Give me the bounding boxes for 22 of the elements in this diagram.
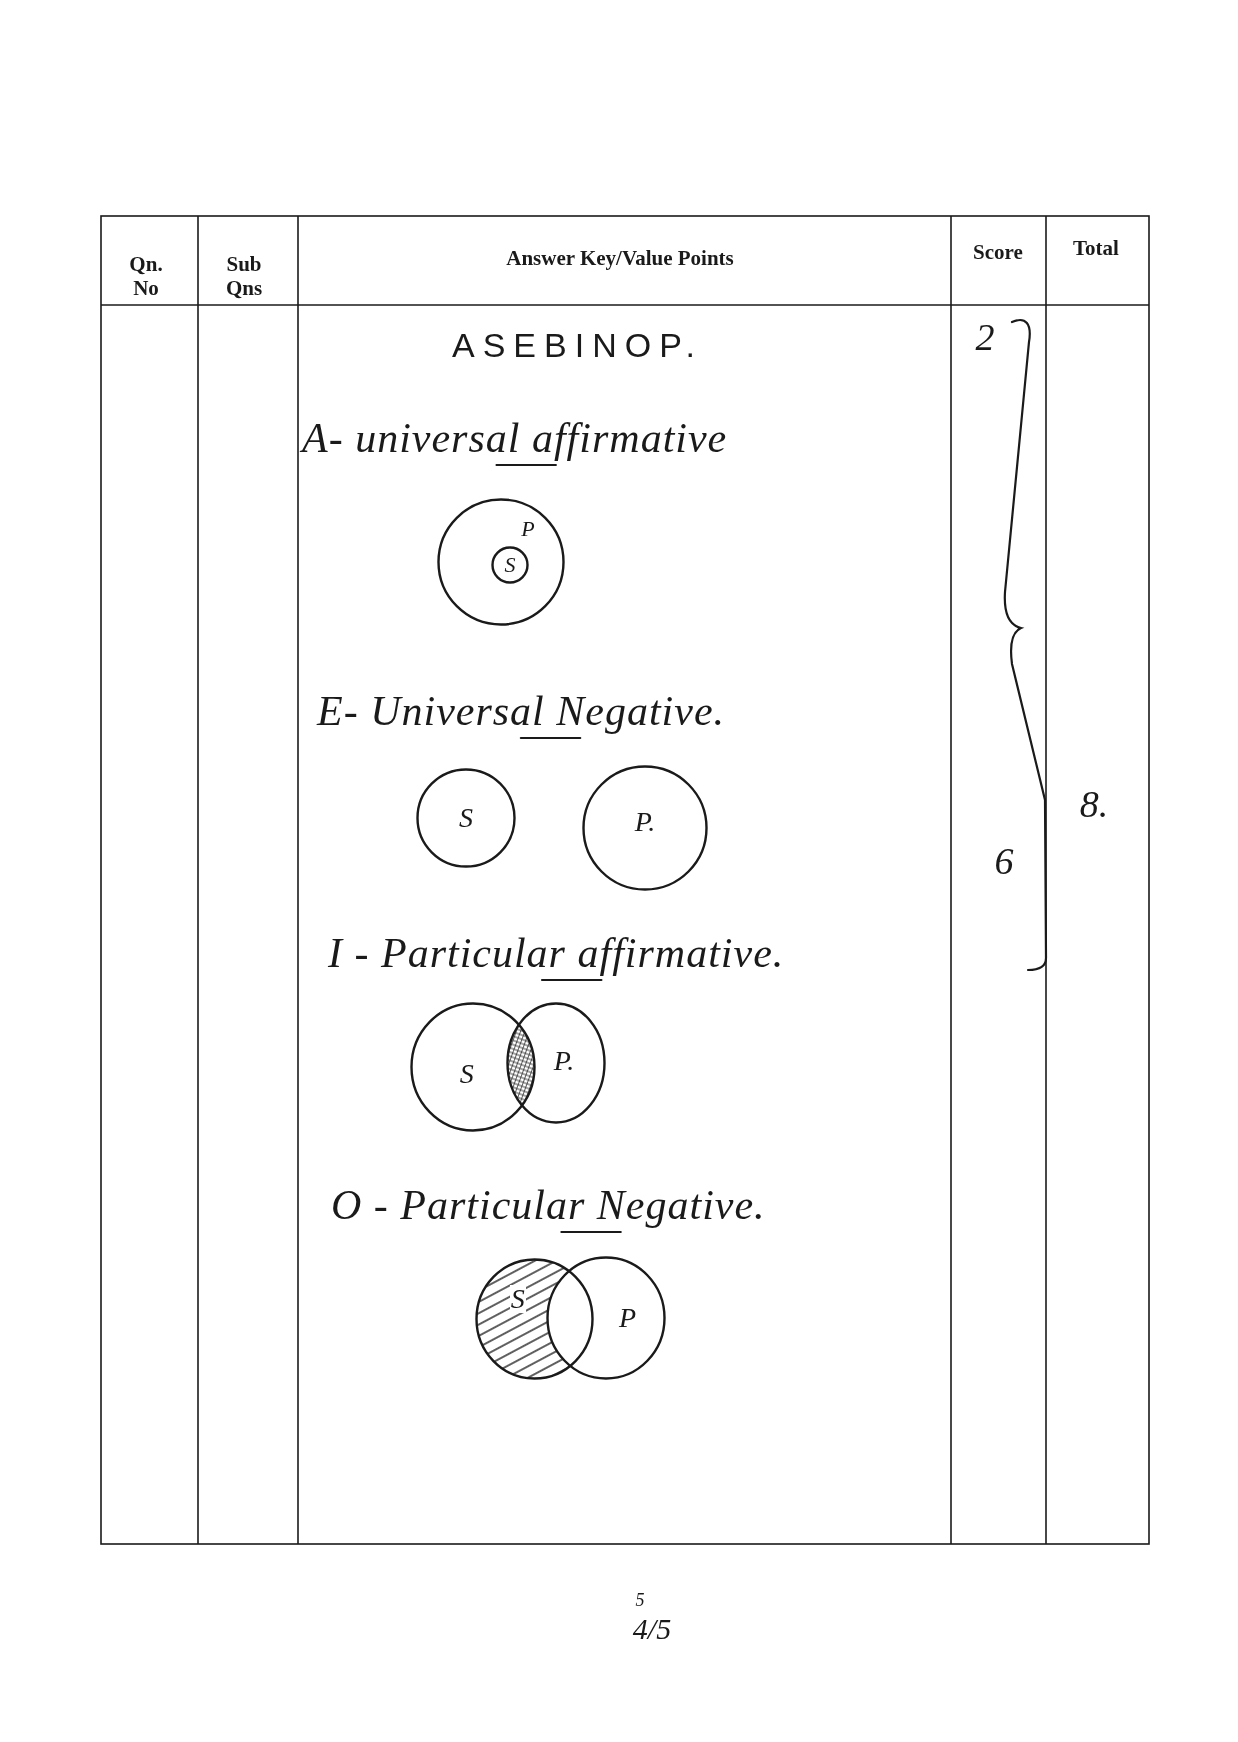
column-header: Score — [973, 240, 1023, 265]
venn-circle — [416, 768, 516, 868]
column-header: Qn. No — [129, 252, 163, 301]
handwritten-heading: E- Universal Negative. — [317, 687, 726, 736]
venn-circle — [546, 1256, 666, 1380]
column-header: Answer Key/Value Points — [506, 246, 734, 271]
handwritten-heading: I - Particular affirmative. — [328, 929, 785, 978]
score-value: 6 — [994, 840, 1014, 884]
venn-circle — [410, 1002, 536, 1132]
venn-circle — [506, 1002, 606, 1124]
page-number-correction: 5 — [635, 1590, 645, 1611]
total-value: 8. — [1079, 783, 1109, 827]
score-value: 2 — [975, 316, 995, 360]
column-header: Sub Qns — [225, 252, 263, 301]
column-header: Total — [1073, 236, 1119, 261]
venn-circle — [491, 546, 529, 584]
venn-circle — [437, 498, 565, 626]
page-number: 4/5 — [632, 1612, 672, 1647]
venn-circle — [582, 765, 708, 891]
handwritten-title: ASEBINOP. — [452, 326, 703, 366]
handwritten-heading: O - Particular Negative. — [331, 1181, 766, 1230]
venn-circle — [475, 1258, 594, 1380]
